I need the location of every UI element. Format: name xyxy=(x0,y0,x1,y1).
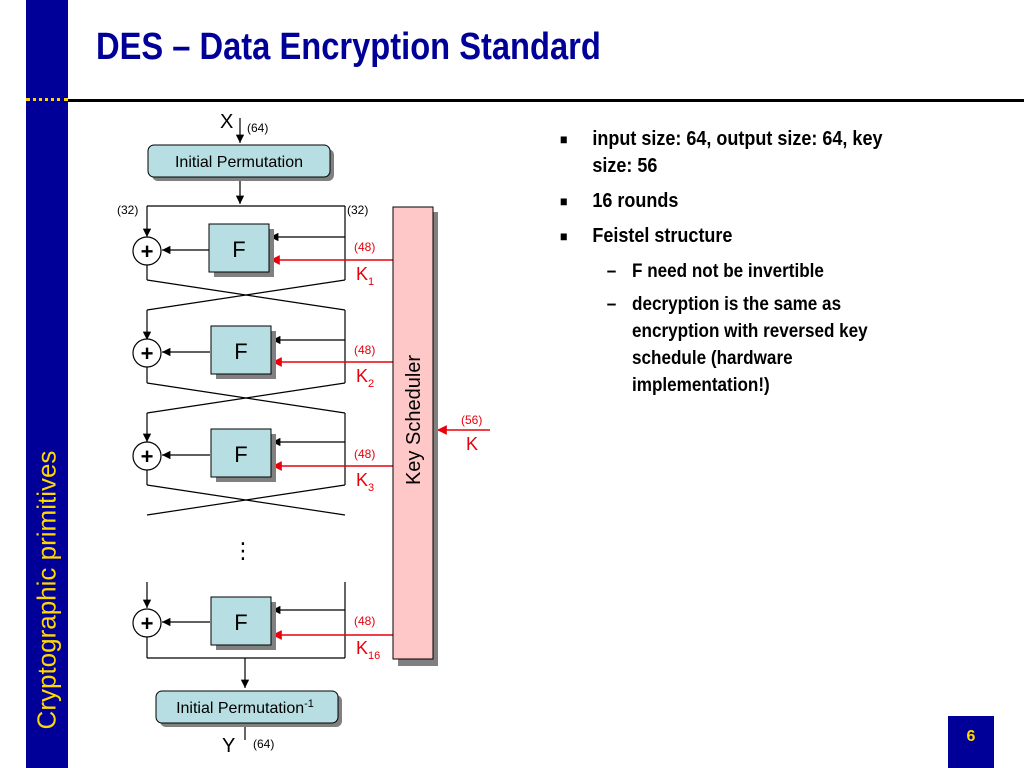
subkey-label-16: K16 xyxy=(356,638,380,662)
bullet-text: input size: 64, output size: 64, key siz… xyxy=(592,128,883,177)
svg-text:+: + xyxy=(141,611,154,636)
key-bits: (56) xyxy=(461,413,482,427)
key-scheduler-label: Key Scheduler xyxy=(403,355,425,485)
input-label: X xyxy=(220,111,233,133)
sub-bullet-item: –F need not be invertible xyxy=(560,258,920,285)
final-permutation-box: Initial Permutation-1 xyxy=(155,690,342,727)
master-key-label: K xyxy=(466,434,478,454)
svg-text:+: + xyxy=(141,444,154,469)
title-rule xyxy=(68,99,1024,102)
bullet-marker: ■ xyxy=(560,193,568,209)
f-label: F xyxy=(234,339,247,364)
sub-bullet-text: decryption is the same as encryption wit… xyxy=(632,294,868,396)
bullet-item: ■ Feistel structure xyxy=(560,223,920,250)
initial-permutation-label: Initial Permutation xyxy=(175,154,303,171)
key-scheduler-box: Key Scheduler xyxy=(392,206,438,666)
page-number: 6 xyxy=(966,728,976,745)
sidebar-band xyxy=(26,0,68,768)
output-label: Y xyxy=(222,735,235,757)
page-number-box xyxy=(948,716,994,768)
xor-node-round-1: + xyxy=(132,236,162,266)
subkey-bits: (48) xyxy=(354,614,375,628)
sub-bullet-item: –decryption is the same as encryption wi… xyxy=(560,291,920,399)
final-permutation-label: Initial Permutation xyxy=(176,700,304,717)
output-bits: (64) xyxy=(253,737,274,751)
f-label: F xyxy=(234,610,247,635)
subkey-label-2: K2 xyxy=(356,366,374,390)
f-box-round-16: F xyxy=(210,596,276,650)
bullet-item: ■ 16 rounds xyxy=(560,188,920,215)
xor-node-round-2: + xyxy=(132,338,162,368)
bullet-text: 16 rounds xyxy=(592,190,679,212)
right-half-bits: (32) xyxy=(347,203,368,217)
f-box-round-1: F xyxy=(208,223,274,277)
final-permutation-superscript: -1 xyxy=(304,698,314,710)
f-box-round-2: F xyxy=(210,325,276,379)
subkey-bits: (48) xyxy=(354,240,375,254)
sidebar-dotted-rule xyxy=(26,98,68,101)
subkey-label-3: K3 xyxy=(356,470,374,494)
subkey-bits: (48) xyxy=(354,343,375,357)
subkey-bits: (48) xyxy=(354,447,375,461)
sub-bullet-marker: – xyxy=(606,294,617,315)
svg-text:+: + xyxy=(141,341,154,366)
rounds-ellipsis: ⋮ xyxy=(232,539,254,564)
bullet-text: Feistel structure xyxy=(592,225,733,247)
input-bits: (64) xyxy=(247,121,268,135)
bullet-item: ■ input size: 64, output size: 64, key si… xyxy=(560,126,920,180)
sub-bullet-marker: – xyxy=(606,261,617,282)
sub-bullet-text: F need not be invertible xyxy=(632,261,824,282)
f-box-round-3: F xyxy=(210,428,276,482)
bullet-list: ■ input size: 64, output size: 64, key si… xyxy=(560,126,920,405)
f-label: F xyxy=(234,442,247,467)
f-label: F xyxy=(232,237,245,262)
bullet-marker: ■ xyxy=(560,228,568,244)
slide-title: DES – Data Encryption Standard xyxy=(96,26,601,68)
bullet-marker: ■ xyxy=(560,131,568,147)
svg-text:+: + xyxy=(141,239,154,264)
initial-permutation-box: Initial Permutation xyxy=(147,144,334,181)
left-half-bits: (32) xyxy=(117,203,138,217)
subkey-label-1: K1 xyxy=(356,264,374,288)
svg-text:Initial Permutation-1: Initial Permutation-1 xyxy=(176,698,314,717)
xor-node-round-3: + xyxy=(132,441,162,471)
xor-node-round-16: + xyxy=(132,608,162,638)
